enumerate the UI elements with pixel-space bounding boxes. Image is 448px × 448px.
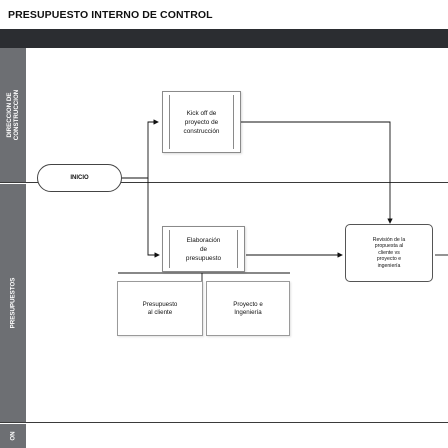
start-node[interactable]: INICIO xyxy=(37,164,122,192)
lane-divider xyxy=(0,422,448,423)
lane-presupuestos: PRESUPUESTOS xyxy=(0,184,26,422)
lane-direccion-construccion: DIRECCION DE CONSTRUCCION xyxy=(0,48,26,182)
connector-start-to-kickoff xyxy=(122,119,159,179)
top-bar xyxy=(0,29,448,48)
connector-start-to-elaboracion xyxy=(147,178,160,258)
subprocess-kickoff[interactable]: Kick off de proyecto de construcción xyxy=(162,91,241,153)
connector-kickoff-to-revision xyxy=(240,121,393,224)
lane-third: ON xyxy=(0,424,26,448)
subprocess-elaboracion[interactable]: Elaboración de presupuesto xyxy=(162,226,245,272)
document-revision[interactable]: Revisión de la propuesta al cliente vs p… xyxy=(345,224,433,282)
document-presupuesto-cliente[interactable]: Presupuesto al cliente xyxy=(117,281,203,336)
lane-divider xyxy=(0,182,448,183)
document-proyecto-ingenieria[interactable]: Proyecto e Ingeniería xyxy=(206,281,290,336)
diagram-title: PRESUPUESTO INTERNO DE CONTROL xyxy=(8,9,213,21)
